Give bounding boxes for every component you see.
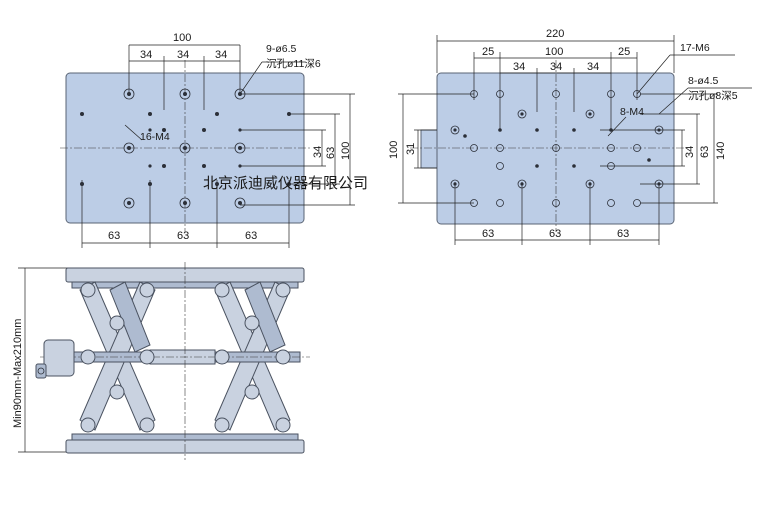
tr-dim-top-row3-3: 34 bbox=[587, 61, 599, 73]
tl-dim-right-mid: 63 bbox=[325, 147, 337, 159]
tr-dim-right-outer: 140 bbox=[715, 142, 727, 160]
tr-dim-bottom-2: 63 bbox=[549, 228, 561, 240]
tr-dim-top-row2-3: 25 bbox=[618, 46, 630, 58]
tr-dim-top-row3-2: 34 bbox=[550, 61, 562, 73]
tl-dim-bottom-2: 63 bbox=[177, 230, 189, 242]
tr-dim-top-row3-1: 34 bbox=[513, 61, 525, 73]
tr-dim-right-inner: 34 bbox=[684, 146, 696, 158]
tl-thread-holes bbox=[80, 112, 291, 186]
tr-dim-top-overall: 220 bbox=[546, 28, 564, 40]
side-view: Min90mm-Max210mm bbox=[12, 262, 310, 460]
top-right-handle-block bbox=[420, 129, 438, 169]
tr-m6-holes bbox=[470, 90, 641, 207]
tr-counterbore-holes bbox=[450, 109, 664, 189]
tr-dim-left-outer: 100 bbox=[388, 141, 400, 159]
tl-callout-counterbore: 沉孔ø11深6 bbox=[266, 57, 321, 70]
top-right-plate bbox=[436, 72, 675, 225]
tr-callout-m6: 17-M6 bbox=[680, 42, 710, 54]
side-knob bbox=[43, 339, 75, 377]
tl-counterbore-holes bbox=[123, 88, 246, 209]
side-height-label: Min90mm-Max210mm bbox=[12, 319, 24, 428]
tl-dim-top-spacing-1: 34 bbox=[140, 49, 152, 61]
tr-callout-holes: 8-ø4.5 bbox=[688, 75, 719, 87]
tl-dim-bottom-3: 63 bbox=[245, 230, 257, 242]
tl-dim-top-spacing-2: 34 bbox=[177, 49, 189, 61]
tr-dim-top-row2-1: 25 bbox=[482, 46, 494, 58]
tl-dim-top-spacing-3: 34 bbox=[215, 49, 227, 61]
tl-dim-top-overall: 100 bbox=[173, 32, 191, 44]
tr-dim-bottom-1: 63 bbox=[482, 228, 494, 240]
top-left-view: 100 34 34 34 63 63 63 34 63 100 9-ø6.5 沉… bbox=[60, 32, 355, 248]
tl-dim-bottom-1: 63 bbox=[108, 230, 120, 242]
tr-dim-bottom-3: 63 bbox=[617, 228, 629, 240]
tr-dim-left-inner: 31 bbox=[405, 143, 417, 155]
tl-callout-holes: 9-ø6.5 bbox=[266, 43, 297, 55]
tl-callout-threads: 16-M4 bbox=[140, 131, 170, 143]
company-watermark: 北京派迪威仪器有限公司 bbox=[203, 174, 369, 192]
tr-dim-right-mid: 63 bbox=[699, 146, 711, 158]
tl-dim-right-outer: 100 bbox=[340, 142, 352, 160]
tr-callout-counterbore: 沉孔ø8深5 bbox=[688, 89, 738, 102]
tr-m4-holes bbox=[463, 128, 651, 168]
tl-dim-right-inner: 34 bbox=[312, 146, 324, 158]
top-right-view: 220 25 100 25 34 34 34 63 63 63 100 31 bbox=[388, 28, 752, 245]
side-pivot-pins bbox=[80, 282, 291, 433]
tr-dim-top-row2-2: 100 bbox=[545, 46, 563, 58]
tr-callout-m4: 8-M4 bbox=[620, 106, 644, 118]
